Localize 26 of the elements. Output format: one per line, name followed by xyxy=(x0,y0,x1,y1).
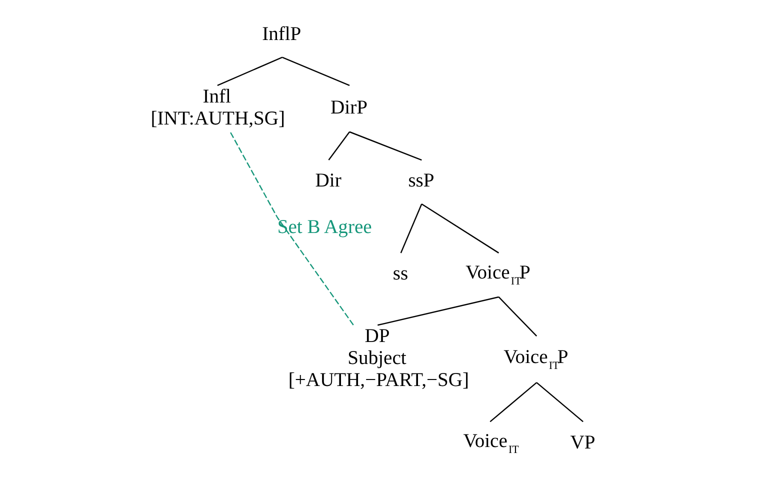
node-label: Subject xyxy=(348,348,406,369)
node-label: [INT:AUTH,SG] xyxy=(150,108,285,130)
node-text: Voice$_{IT}$ xyxy=(463,431,519,456)
connector xyxy=(328,132,350,160)
connector xyxy=(490,382,538,422)
node-text: Dir xyxy=(315,170,342,192)
edge-label: Set B Agree xyxy=(277,217,372,238)
node-label: [+AUTH,−PART,−SG] xyxy=(288,370,470,392)
node-text: InflP xyxy=(262,24,302,45)
connector xyxy=(498,296,538,337)
connector xyxy=(536,382,584,422)
connector xyxy=(400,204,422,254)
node-text: Voice$_{IT}$P xyxy=(504,346,568,372)
node-text: Voice$_{IT}$P xyxy=(466,262,530,288)
node-text: VP xyxy=(570,432,596,454)
connector xyxy=(282,56,350,86)
connector xyxy=(378,296,499,326)
connector xyxy=(230,132,354,326)
node-text: Infl xyxy=(202,86,231,108)
connector xyxy=(349,131,422,161)
connector xyxy=(421,204,500,254)
node-text: DP xyxy=(364,326,390,347)
connector xyxy=(217,56,282,86)
node-text: ss xyxy=(392,264,408,285)
node-text: ssP xyxy=(408,170,434,192)
node-text: DirP xyxy=(330,97,368,118)
